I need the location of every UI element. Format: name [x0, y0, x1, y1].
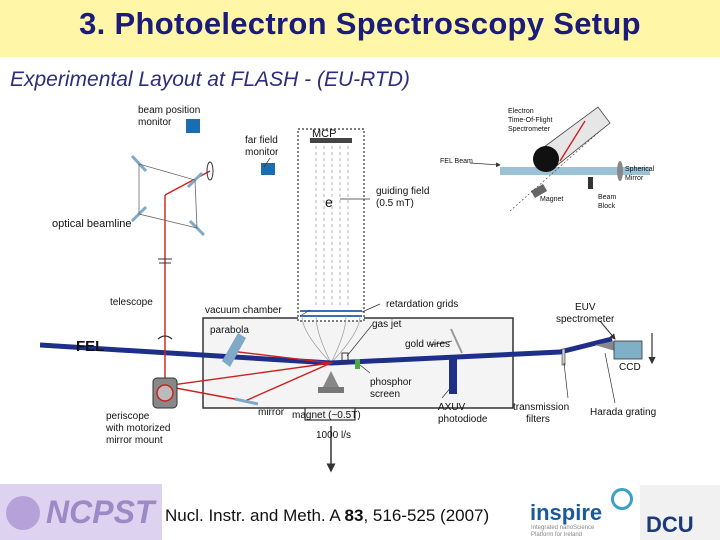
setup-diagram: beam position monitor far field monitor … [40, 101, 666, 479]
label-transmission-1: transmission [513, 402, 569, 413]
ncpst-emblem-icon [6, 496, 40, 530]
slide-title: 3. Photoelectron Spectroscopy Setup [79, 6, 641, 41]
label-gold-wires: gold wires [405, 339, 450, 350]
leader-lines [263, 157, 616, 404]
fel-beam [40, 336, 613, 366]
inset-spherical-1: Spherical [625, 166, 655, 173]
label-euv-2: spectrometer [556, 314, 615, 325]
inset-fel-beam: FEL Beam [440, 158, 473, 165]
label-guiding-1: guiding field [376, 186, 429, 197]
label-parabola: parabola [210, 325, 249, 336]
label-periscope-2: with motorized [105, 423, 170, 434]
label-gas-jet: gas jet [372, 319, 402, 330]
inspire-logo: inspire [530, 500, 603, 525]
beam-position-monitor [186, 119, 200, 133]
citation-volume: 83 [344, 506, 364, 525]
beam-block-inset [588, 177, 593, 189]
label-fel: FEL [76, 338, 104, 355]
label-bpm-2: monitor [138, 117, 172, 128]
gas-jet [341, 352, 349, 364]
telescope-lens [157, 335, 173, 340]
label-phosphor-2: screen [370, 389, 400, 400]
inset-tof-2: Time-Of-Flight [508, 117, 553, 124]
inset-spherical-2: Mirror [625, 175, 644, 182]
label-ffm-1: far field [245, 135, 278, 146]
title-bar [0, 0, 720, 57]
field-lines [315, 146, 349, 306]
citation-post: , 516-525 (2007) [363, 506, 490, 525]
label-vacuum-chamber: vacuum chamber [205, 305, 282, 316]
far-field-monitor [261, 163, 275, 175]
label-euv-1: EUV [575, 302, 596, 313]
ncpst-logo: NCPST [46, 494, 155, 530]
label-guiding-2: (0.5 mT) [376, 198, 414, 209]
label-periscope-1: periscope [106, 411, 150, 422]
label-telescope: telescope [110, 297, 153, 308]
parabola-mirror [222, 333, 246, 367]
pump-port [304, 407, 356, 421]
inset-magnet: Magnet [540, 196, 563, 203]
inset-tof-3: Spectrometer [508, 126, 551, 133]
label-ffm-2: monitor [245, 147, 279, 158]
euv-spectrometer-arrow [599, 320, 616, 340]
label-axuv-1: AXUV [438, 402, 466, 413]
citation-pre: Nucl. Instr. and Meth. A [165, 506, 345, 525]
far-field-lens [206, 161, 214, 181]
magnet [323, 371, 339, 387]
label-optical-beamline: optical beamline [52, 218, 132, 230]
inset-tof-1: Electron [508, 108, 534, 115]
label-axuv-2: photodiode [438, 414, 488, 425]
periscope-mirror [156, 384, 174, 402]
tof-detector [533, 146, 559, 172]
inset-dash [509, 130, 601, 212]
transmission-filter-1 [561, 348, 566, 366]
fel-beam-arrow [469, 162, 501, 168]
label-transmission-2: filters [526, 414, 550, 425]
inset-beam-block-1: Beam [598, 194, 616, 201]
label-magnet: magnet (~0.5T) [292, 410, 361, 421]
label-ccd: CCD [619, 362, 641, 373]
mcp-detector [310, 138, 352, 143]
label-periscope-3: mirror mount [106, 435, 163, 446]
flight-tube [297, 128, 365, 322]
inspire-ring-icon [611, 488, 633, 510]
magnet-base [318, 387, 344, 393]
bottom-mirror [234, 397, 259, 406]
inset-beam-block-2: Block [598, 203, 616, 210]
label-phosphor-1: phosphor [370, 377, 412, 388]
label-mcp: MCP [312, 128, 336, 140]
dcu-banner [640, 485, 720, 540]
phosphor-screen [355, 359, 360, 369]
label-pump: 1000 l/s [316, 430, 351, 441]
label-mirror: mirror [258, 407, 285, 418]
citation: Nucl. Instr. and Meth. A 83, 516-525 (20… [165, 506, 489, 526]
optical-box [138, 163, 198, 229]
slide-subtitle: Experimental Layout at FLASH - (EU-RTD) [10, 68, 410, 91]
axuv-photodiode [449, 359, 457, 394]
optical-mirrors [130, 154, 206, 237]
label-retardation-grids: retardation grids [386, 299, 458, 310]
label-electron: e [325, 194, 333, 210]
inset-laser [559, 120, 586, 162]
inspire-tagline: Integrated nanoScience Platform for Irel… [531, 525, 595, 538]
electron-funnel [301, 315, 361, 364]
label-bpm-1: beam position [138, 105, 200, 116]
spherical-mirror-inset [617, 161, 623, 181]
ccd-camera [613, 340, 643, 360]
dcu-logo: DCU [646, 512, 694, 537]
harada-grating [595, 341, 615, 351]
label-harada: Harada grating [590, 407, 656, 418]
fel-beam-inset [500, 167, 650, 175]
telescope [158, 258, 172, 264]
magnet-inset [530, 184, 548, 198]
gold-wires [450, 328, 463, 354]
